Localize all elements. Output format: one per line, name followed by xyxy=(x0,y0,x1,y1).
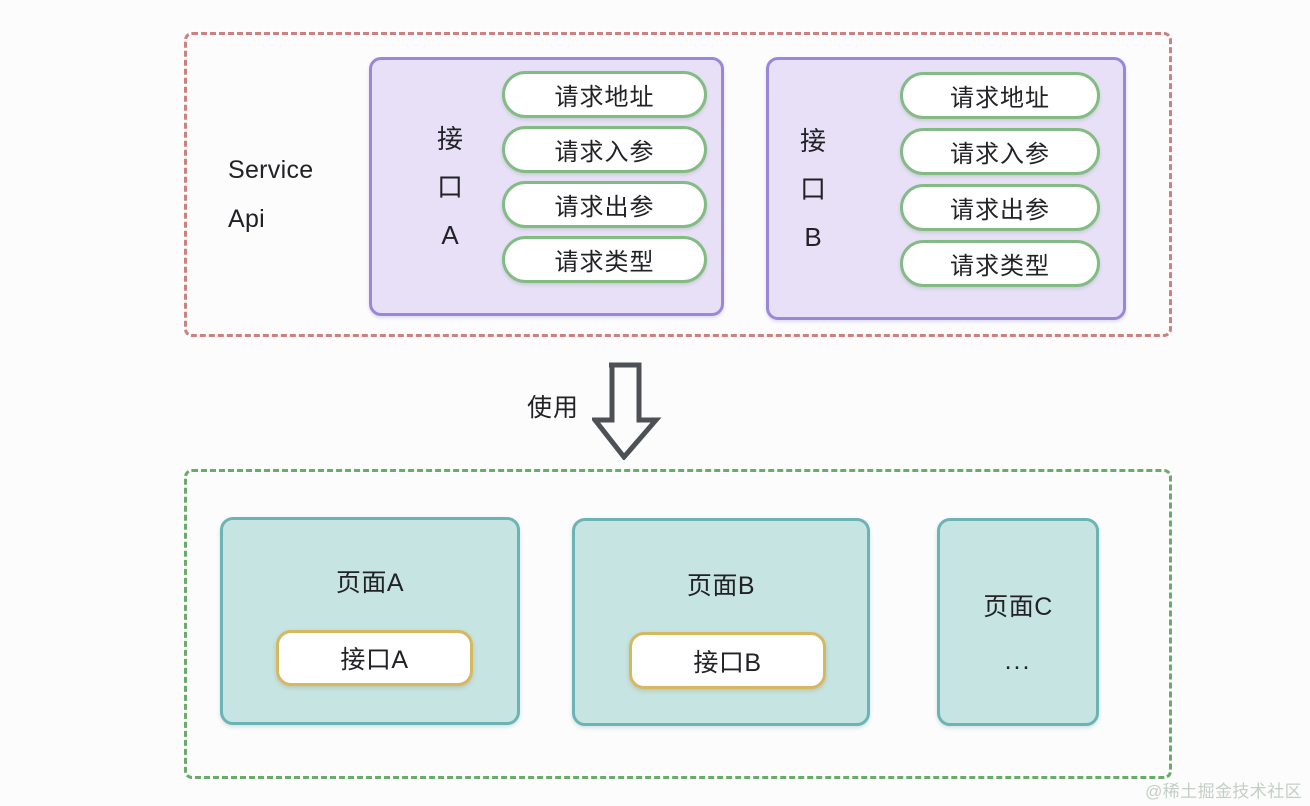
interface-b-field-list: 请求地址 请求入参 请求出参 请求类型 xyxy=(900,72,1100,287)
connector-label: 使用 xyxy=(527,394,580,422)
arrow-down-icon xyxy=(592,362,662,460)
interface-b-label-char-2: 口 xyxy=(799,173,826,204)
interface-b-vertical-label: 接 口 B xyxy=(789,60,837,317)
page-card-a-title: 页面A xyxy=(335,569,405,597)
field-pill[interactable]: 请求类型 xyxy=(502,236,707,283)
page-card-b-title: 页面B xyxy=(686,572,756,600)
field-pill[interactable]: 请求入参 xyxy=(900,128,1100,175)
service-api-group xyxy=(184,32,1172,337)
field-pill[interactable]: 请求地址 xyxy=(900,72,1100,119)
interface-b-label-char-3: B xyxy=(804,221,822,252)
field-pill[interactable]: 请求入参 xyxy=(502,126,707,173)
page-card-c[interactable]: 页面C ... xyxy=(937,518,1099,726)
interface-a-label-char-3: A xyxy=(441,219,459,250)
service-api-label-line-2: Api xyxy=(228,205,266,233)
service-api-label: Service Api xyxy=(228,146,313,244)
field-pill[interactable]: 请求出参 xyxy=(502,181,707,228)
field-pill[interactable]: 请求类型 xyxy=(900,240,1100,287)
field-pill[interactable]: 请求地址 xyxy=(502,71,707,118)
page-card-b-api-pill[interactable]: 接口B xyxy=(629,632,826,689)
service-api-label-line-1: Service xyxy=(228,156,314,184)
interface-a-field-list: 请求地址 请求入参 请求出参 请求类型 xyxy=(502,71,707,283)
page-card-c-ellipsis: ... xyxy=(1004,647,1032,675)
interface-card-b[interactable]: 接 口 B 请求地址 请求入参 请求出参 请求类型 xyxy=(766,57,1126,320)
field-pill[interactable]: 请求出参 xyxy=(900,184,1100,231)
interface-a-label-char-1: 接 xyxy=(436,123,463,154)
page-card-c-title: 页面C xyxy=(983,593,1053,621)
page-card-b[interactable]: 页面B 接口B xyxy=(572,518,870,726)
interface-card-a[interactable]: 接 口 A 请求地址 请求入参 请求出参 请求类型 xyxy=(369,57,724,316)
interface-b-label-char-1: 接 xyxy=(799,125,826,156)
page-card-a[interactable]: 页面A 接口A xyxy=(220,517,520,725)
watermark: @稀土掘金技术社区 xyxy=(1145,782,1302,801)
page-card-a-api-pill[interactable]: 接口A xyxy=(276,630,473,686)
interface-a-vertical-label: 接 口 A xyxy=(426,60,474,313)
pages-group xyxy=(184,469,1172,779)
interface-a-label-char-2: 口 xyxy=(436,171,463,202)
